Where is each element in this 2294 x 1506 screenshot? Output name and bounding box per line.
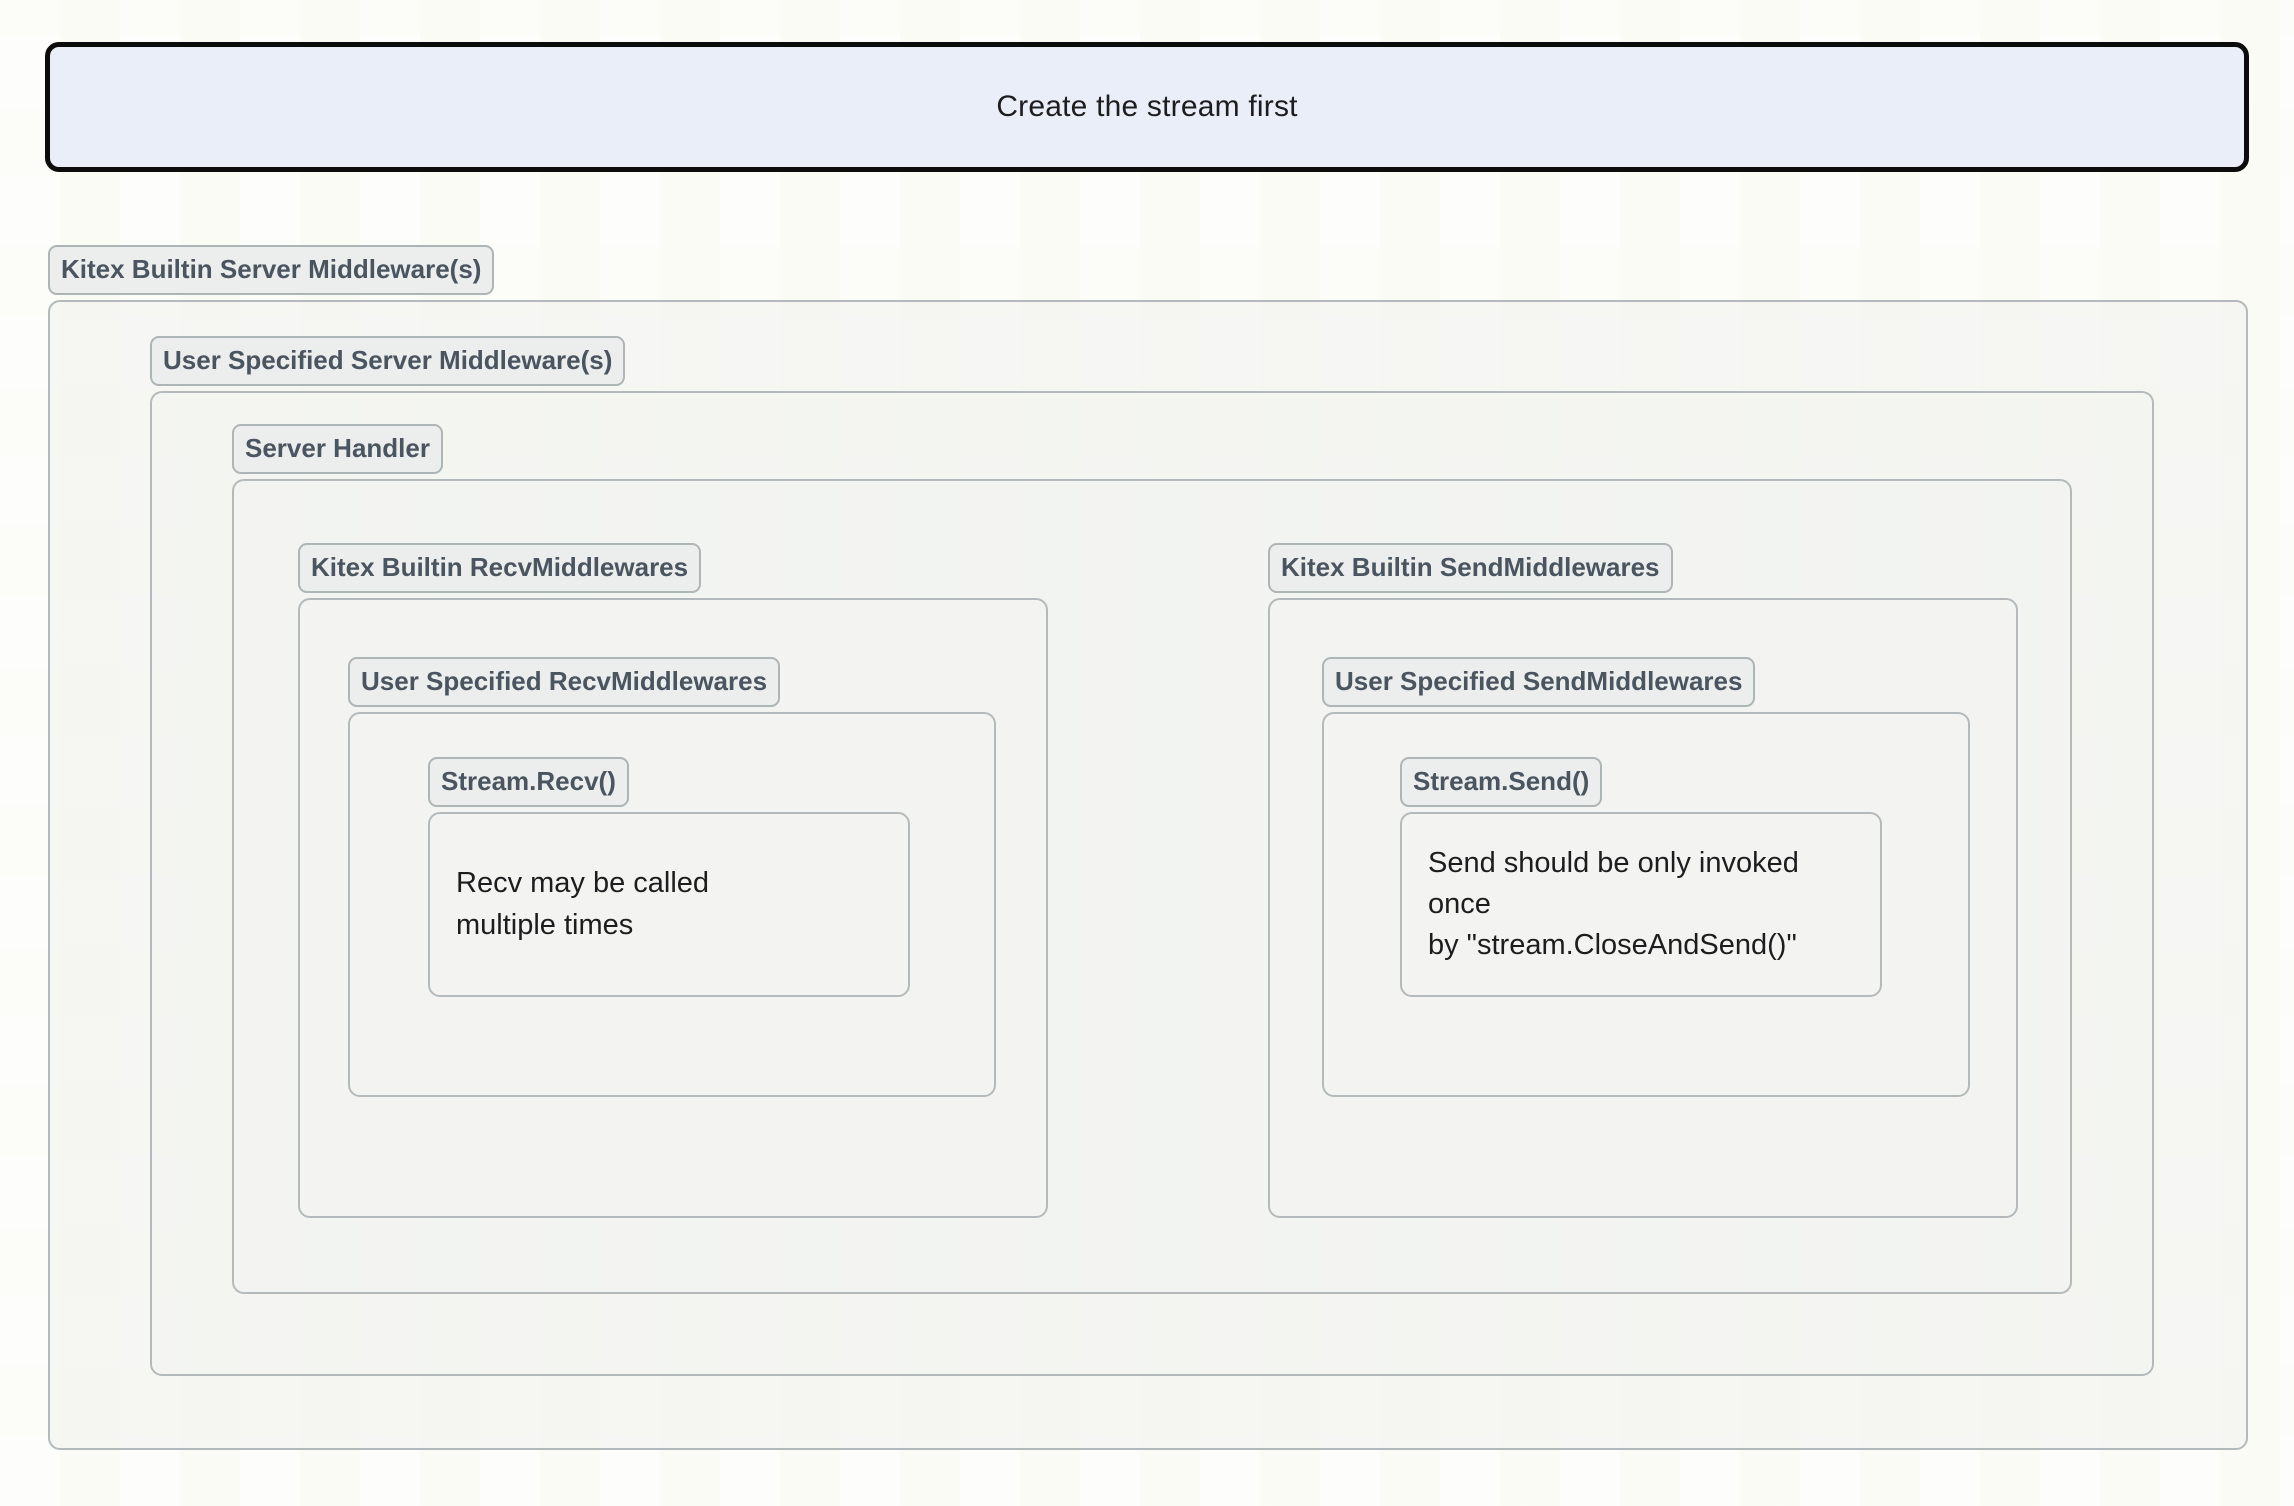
create-stream-banner-text: Create the stream first (996, 90, 1298, 123)
chip-server-handler: Server Handler (232, 424, 443, 474)
note-box-recv: Recv may be called multiple times (428, 812, 910, 997)
chip-user-specified-send-middlewares: User Specified SendMiddlewares (1322, 657, 1756, 707)
chip-kitex-builtin-recv-middlewares: Kitex Builtin RecvMiddlewares (298, 543, 702, 593)
note-text-recv: Recv may be called multiple times (456, 867, 710, 941)
chip-stream-send: Stream.Send() (1400, 757, 1603, 807)
create-stream-banner: Create the stream first (45, 42, 2249, 172)
chip-user-specified-server-middleware: User Specified Server Middleware(s) (150, 336, 626, 386)
chip-user-specified-recv-middlewares: User Specified RecvMiddlewares (348, 657, 781, 707)
chip-kitex-builtin-send-middlewares: Kitex Builtin SendMiddlewares (1268, 543, 1673, 593)
chip-kitex-builtin-server-middleware: Kitex Builtin Server Middleware(s) (48, 245, 495, 295)
note-box-send: Send should be only invoked once by "str… (1400, 812, 1882, 997)
chip-stream-recv: Stream.Recv() (428, 757, 629, 807)
note-text-send: Send should be only invoked once by "str… (1428, 846, 1799, 962)
